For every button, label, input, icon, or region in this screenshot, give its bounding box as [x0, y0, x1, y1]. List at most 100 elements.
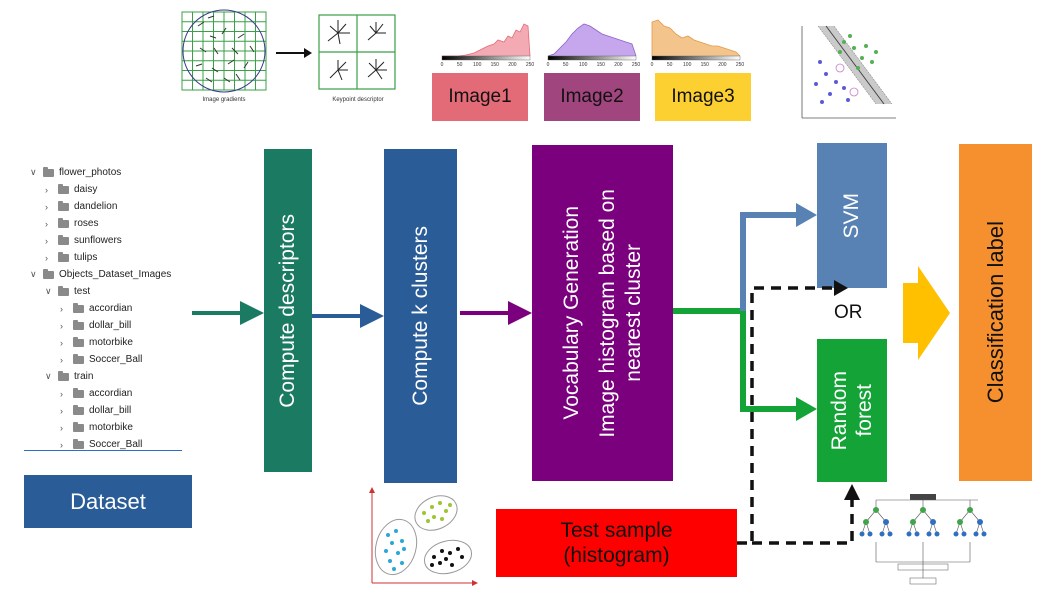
tree-item-label: dandelion: [74, 201, 118, 212]
compute-k-clusters-box: Compute k clusters: [384, 149, 457, 483]
or-label: OR: [834, 302, 863, 323]
folder-icon: [73, 404, 84, 415]
tree-item-label: Soccer_Ball: [89, 354, 143, 365]
hist3-tick-0: 0: [651, 62, 654, 68]
dashed-arrowhead-svm: [834, 280, 848, 296]
chevron-right-icon[interactable]: ›: [45, 184, 48, 195]
chevron-right-icon[interactable]: ›: [60, 388, 63, 399]
tree-item-label: roses: [74, 218, 99, 229]
chevron-right-icon[interactable]: ›: [45, 235, 48, 246]
folder-icon: [58, 285, 69, 296]
tree-item[interactable]: › motorbike: [60, 419, 133, 436]
tree-item[interactable]: ∨train: [45, 368, 93, 385]
folder-icon: [58, 370, 69, 381]
arrowhead-clusters: [360, 304, 384, 328]
histogram-image2: 0 50 100 150 200 250: [547, 23, 640, 68]
hist3-tick-250: 250: [736, 62, 744, 68]
chevron-down-icon[interactable]: ∨: [30, 167, 37, 177]
test-sample-box: Test sample (histogram): [496, 509, 737, 577]
chevron-right-icon[interactable]: ›: [60, 320, 63, 331]
tree-item[interactable]: › dollar_bill: [60, 402, 131, 419]
folder-icon: [43, 268, 54, 279]
chevron-right-icon[interactable]: ›: [60, 303, 63, 314]
test-sample-line1: Test sample: [560, 519, 673, 542]
image2-label: Image2: [560, 86, 624, 107]
tree-item-label: Soccer_Ball: [89, 439, 143, 450]
chevron-right-icon[interactable]: ›: [45, 201, 48, 212]
hist1-tick-250: 250: [526, 62, 534, 68]
tree-item[interactable]: ›accordian: [60, 300, 132, 317]
arrowhead-descriptors: [240, 301, 264, 325]
tree-item-label: dollar_bill: [89, 405, 132, 416]
tree-item-label: motorbike: [89, 422, 133, 433]
tree-item[interactable]: › motorbike: [60, 334, 133, 351]
tree-item-label: test: [74, 286, 91, 297]
chevron-right-icon[interactable]: ›: [60, 439, 63, 450]
arrowhead-svm: [796, 203, 817, 227]
folder-icon: [43, 166, 54, 177]
image1-box: Image1: [432, 73, 528, 121]
vocabulary-generation-box: Vocabulary Generation Image histogram ba…: [532, 145, 673, 481]
chevron-right-icon[interactable]: ›: [45, 252, 48, 263]
hist2-tick-150: 150: [597, 62, 606, 68]
image3-box: Image3: [655, 73, 751, 121]
image1-label: Image1: [448, 86, 512, 107]
hist2-tick-0: 0: [547, 62, 550, 68]
folder-icon: [58, 183, 69, 194]
chevron-right-icon[interactable]: ›: [45, 218, 48, 229]
hist1-tick-100: 100: [473, 62, 482, 68]
dashed-test-to-rf: [752, 500, 854, 545]
chevron-down-icon[interactable]: ∨: [45, 286, 52, 296]
tree-item[interactable]: › Soccer_Ball: [60, 351, 142, 368]
random-forest-box: Random forest: [817, 339, 887, 482]
hist3-tick-50: 50: [667, 62, 673, 68]
folder-icon: [58, 217, 69, 228]
folder-icon: [58, 200, 69, 211]
or-arrow: [903, 266, 950, 360]
test-sample-line2: (histogram): [563, 544, 670, 567]
hist3-tick-100: 100: [683, 62, 692, 68]
tree-item[interactable]: › dandelion: [45, 198, 117, 215]
folder-icon: [58, 251, 69, 262]
compute-descriptors-box: Compute descriptors: [264, 149, 312, 472]
hist2-tick-200: 200: [614, 62, 623, 68]
cluster-scatter-thumbnail: [369, 487, 478, 586]
tree-item[interactable]: › accordian: [60, 385, 132, 402]
tree-item[interactable]: › sunflowers: [45, 232, 122, 249]
folder-icon: [73, 387, 84, 398]
hist3-tick-200: 200: [718, 62, 727, 68]
tree-item-label: sunflowers: [74, 235, 122, 246]
dataset-label: Dataset: [70, 488, 146, 514]
hist3-tick-150: 150: [701, 62, 710, 68]
dashed-arrowhead-rf: [844, 484, 860, 500]
hist2-tick-250: 250: [632, 62, 640, 68]
folder-icon: [73, 421, 84, 432]
folder-icon: [73, 438, 84, 449]
dashed-test-to-svm: [737, 286, 838, 545]
chevron-right-icon[interactable]: ›: [60, 422, 63, 433]
tree-item[interactable]: ∨ test: [45, 283, 90, 300]
tree-item[interactable]: ∨flower_photos: [30, 164, 121, 181]
keypoint-descriptor-thumbnail: Keypoint descriptor: [318, 14, 396, 103]
histogram-image1: 0 50 100 150 200 250: [441, 23, 534, 68]
tree-item-label: motorbike: [89, 337, 133, 348]
tree-item[interactable]: › Soccer_Ball: [60, 436, 142, 453]
tree-item[interactable]: › daisy: [45, 181, 97, 198]
chevron-right-icon[interactable]: ›: [60, 354, 63, 365]
arrowhead-vocab: [508, 301, 532, 325]
chevron-right-icon[interactable]: ›: [60, 405, 63, 416]
chevron-right-icon[interactable]: ›: [60, 337, 63, 348]
tree-item[interactable]: ∨Objects_Dataset_Images: [30, 266, 171, 283]
chevron-down-icon[interactable]: ∨: [45, 371, 52, 381]
tree-item-label: accordian: [89, 388, 133, 399]
tree-item[interactable]: ›dollar_bill: [60, 317, 131, 334]
dataset-box: Dataset: [24, 475, 192, 528]
tree-item-label: tulips: [74, 252, 98, 263]
chevron-down-icon[interactable]: ∨: [30, 269, 37, 279]
tree-item[interactable]: › tulips: [45, 249, 97, 266]
hist1-tick-0: 0: [441, 62, 444, 68]
tree-item[interactable]: › roses: [45, 215, 98, 232]
tree-item-label: daisy: [74, 184, 98, 195]
folder-icon: [73, 319, 84, 330]
